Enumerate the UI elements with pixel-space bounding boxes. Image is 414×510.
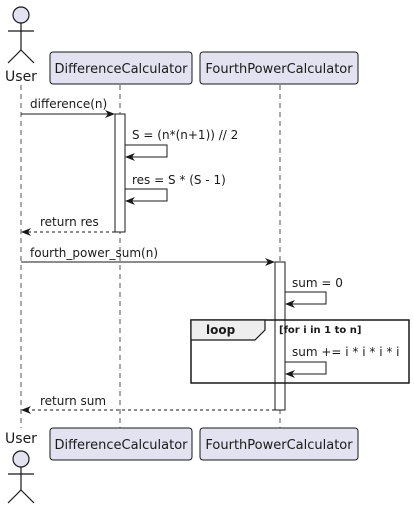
fourth-power-calculator-activation — [274, 261, 286, 411]
actor-left-leg — [7, 49, 22, 64]
message-return-sum: return sum — [21, 394, 275, 414]
fourth-power-calculator-label-bottom: FourthPowerCalculator — [205, 438, 353, 453]
loop-tab — [190, 319, 266, 341]
message-fourth-power-call: fourth_power_sum(n) — [21, 246, 275, 266]
fourth-power-calculator-label-top: FourthPowerCalculator — [205, 62, 353, 77]
message-difference-call: difference(n) — [21, 97, 115, 118]
participant-box — [199, 427, 359, 461]
actor-head — [12, 6, 30, 24]
message-init-sum: sum = 0 — [285, 276, 343, 308]
message-compute-s: S = (n*(n+1)) // 2 — [125, 128, 238, 161]
message-label: return res — [40, 215, 99, 229]
user-actor-top: User — [5, 6, 37, 85]
actor-right-leg — [20, 489, 35, 504]
difference-calculator-box-bottom: DifferenceCalculator — [49, 427, 193, 461]
message-label: sum += i * i * i * i — [292, 345, 400, 359]
difference-calculator-label-top: DifferenceCalculator — [54, 62, 188, 77]
user-actor-label-top: User — [5, 69, 37, 85]
participant-box — [199, 51, 359, 85]
message-label: fourth_power_sum(n) — [30, 246, 158, 260]
actor-right-leg — [20, 49, 35, 64]
actor-head — [12, 450, 30, 468]
difference-calculator-box-top: DifferenceCalculator — [49, 51, 193, 85]
difference-calculator-activation — [114, 113, 126, 233]
loop-fragment: loop [for i in 1 to n] — [190, 319, 410, 384]
loop-keyword: loop — [206, 323, 236, 337]
message-label: res = S * (S - 1) — [132, 173, 226, 187]
participant-box — [49, 51, 193, 85]
message-return-res: return res — [21, 215, 115, 236]
difference-calculator-label-bottom: DifferenceCalculator — [54, 438, 188, 453]
message-label: difference(n) — [30, 97, 107, 111]
message-label: S = (n*(n+1)) // 2 — [132, 128, 238, 142]
loop-guard: [for i in 1 to n] — [279, 325, 361, 336]
message-compute-res: res = S * (S - 1) — [125, 173, 226, 205]
fourth-power-calculator-box-top: FourthPowerCalculator — [199, 51, 359, 85]
loop-frame — [190, 319, 410, 384]
actor-left-leg — [7, 489, 22, 504]
user-actor-label-bottom: User — [5, 431, 37, 447]
message-label: sum = 0 — [292, 276, 343, 290]
user-actor-bottom: User — [5, 431, 37, 504]
message-label: return sum — [40, 394, 106, 408]
message-accumulate-sum: sum += i * i * i * i — [285, 345, 400, 378]
fourth-power-calculator-box-bottom: FourthPowerCalculator — [199, 427, 359, 461]
participant-box — [49, 427, 193, 461]
